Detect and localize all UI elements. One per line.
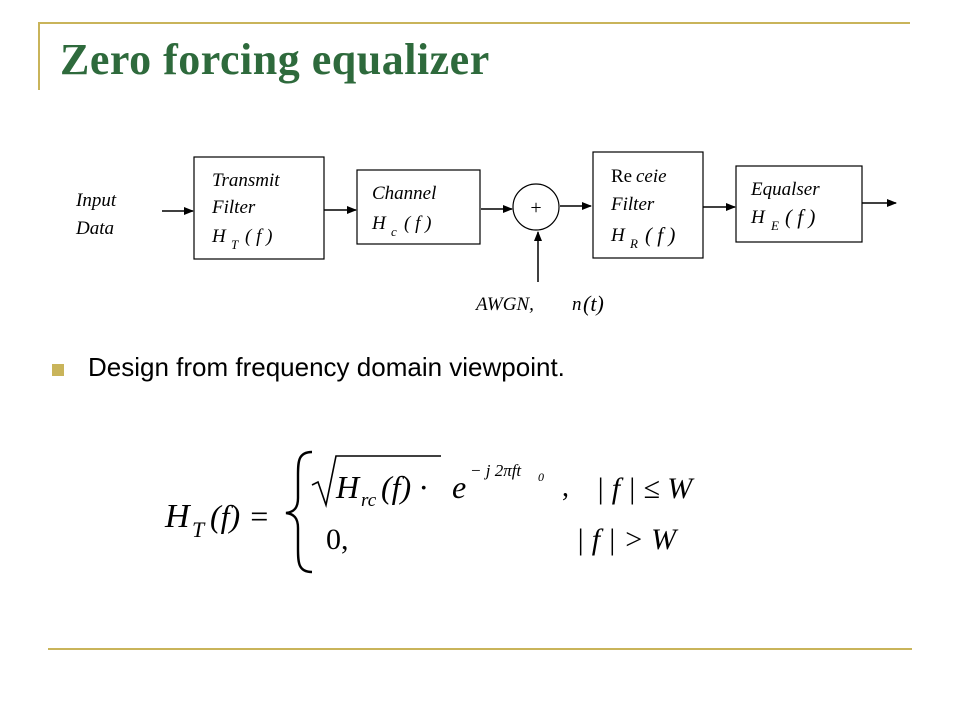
receive-H: H [610, 225, 626, 246]
equation: H T (f) = H rc (f) · e − j 2πft 0 , | f … [164, 450, 695, 574]
eq-case1-arg: (f) · [381, 469, 427, 505]
eq-case1-comma: , [562, 472, 569, 503]
transmit-H: H [211, 226, 227, 247]
channel-H: H [371, 213, 387, 234]
receive-sub: R [629, 236, 638, 251]
eq-case2-value: 0, [326, 523, 349, 556]
input-label-line2: Data [75, 218, 114, 239]
eq-case1-H: H [335, 469, 361, 505]
receive-arg: ( f ) [645, 223, 675, 247]
equalizer-arg: ( f ) [785, 205, 815, 229]
bullet-marker [52, 364, 64, 376]
transmit-label: Transmit [212, 170, 280, 191]
noise-t: (t) [583, 291, 604, 316]
left-rule [38, 22, 40, 90]
channel-label: Channel [372, 183, 436, 204]
transmit-filter-word: Filter [211, 197, 256, 218]
bottom-rule [48, 648, 912, 650]
top-rule [38, 22, 910, 24]
adder-plus-icon: + [530, 197, 541, 219]
eq-case1-e: e [452, 469, 466, 505]
equalizer-label: Equalser [750, 179, 820, 200]
noise-label: AWGN, [474, 294, 534, 315]
receive-ceie: ceie [636, 166, 667, 187]
eq-lhs-H: H [164, 498, 192, 535]
equalizer-sub: E [770, 218, 779, 233]
equalizer-H: H [750, 207, 766, 228]
transmit-sub: T [231, 237, 239, 252]
channel-sub: c [391, 224, 397, 239]
channel-arg: ( f ) [404, 213, 431, 234]
receive-re: Re [611, 166, 632, 187]
eq-case1-exp: − j 2πft [470, 461, 522, 480]
receive-filter-word: Filter [610, 194, 655, 215]
eq-case1-sub: rc [361, 490, 377, 511]
slide-title: Zero forcing equalizer [60, 35, 490, 84]
bullet-text: Design from frequency domain viewpoint. [88, 352, 565, 382]
adder-circle [512, 183, 560, 231]
receive-filter-box [592, 151, 704, 259]
eq-case1-cond: | f | ≤ W [596, 472, 695, 505]
channel-box [356, 169, 481, 245]
equalizer-box [735, 165, 863, 243]
eq-case2-cond: | f | > W [576, 523, 679, 556]
eq-lhs-arg: (f) = [210, 498, 270, 534]
eq-sqrt [311, 455, 441, 509]
eq-case1-exp-sub: 0 [538, 470, 544, 484]
eq-brace [285, 450, 313, 574]
eq-lhs-sub: T [192, 517, 206, 542]
transmit-filter-box [193, 156, 325, 260]
noise-n: n [572, 294, 582, 315]
transmit-arg: ( f ) [245, 226, 272, 247]
input-label-line1: Input [75, 190, 117, 211]
